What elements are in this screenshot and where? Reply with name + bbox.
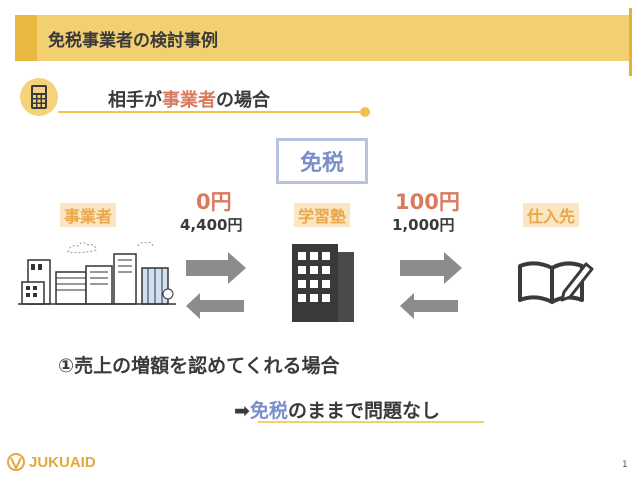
page-title: 免税事業者の検討事例 — [48, 31, 218, 51]
conclusion-underline — [258, 421, 484, 423]
arrow-left-icon — [186, 293, 244, 319]
section-title-prefix: 相手が — [108, 90, 162, 111]
section-title-suffix: の場合 — [216, 90, 270, 111]
logo-text: JUKUAID — [29, 453, 96, 471]
school-building-icon — [288, 238, 354, 322]
section-title: 相手が事業者の場合 — [108, 86, 270, 112]
party-label-business: 事業者 — [60, 203, 117, 227]
section-underline-dot — [360, 107, 370, 117]
condition-text: ①売上の増額を認めてくれる場合 — [58, 355, 340, 377]
jukuaid-logo: JUKUAID — [6, 452, 96, 472]
book-pen-icon — [516, 258, 596, 306]
page-number: 1 — [622, 460, 628, 470]
arrow-right-icon — [400, 252, 462, 284]
party-label-juku: 学習塾 — [294, 203, 351, 227]
title-accent — [15, 15, 37, 61]
right-purchase-amount: 1,000円 — [392, 216, 455, 234]
section-underline — [58, 111, 364, 113]
conclusion-highlight: 免税 — [249, 400, 288, 422]
tax-status-box: 免税 — [276, 138, 368, 184]
section-title-highlight: 事業者 — [162, 90, 216, 111]
conclusion-rest: のままで問題なし — [287, 400, 440, 422]
city-buildings-icon — [18, 238, 176, 308]
edge-strip — [629, 8, 632, 76]
conclusion-arrow: ➡ — [234, 400, 250, 422]
arrow-left-icon — [400, 293, 458, 319]
left-sale-amount: 4,400円 — [180, 216, 243, 234]
calculator-icon — [20, 78, 58, 116]
conclusion-text: ➡免税のままで問題なし — [234, 396, 440, 423]
left-tax-amount: 0円 — [196, 190, 232, 214]
party-label-supplier: 仕入先 — [523, 203, 580, 227]
logo-mark-icon — [7, 453, 25, 471]
arrow-right-icon — [186, 252, 246, 284]
right-tax-amount: 100円 — [395, 190, 460, 214]
title-bar — [15, 15, 632, 61]
